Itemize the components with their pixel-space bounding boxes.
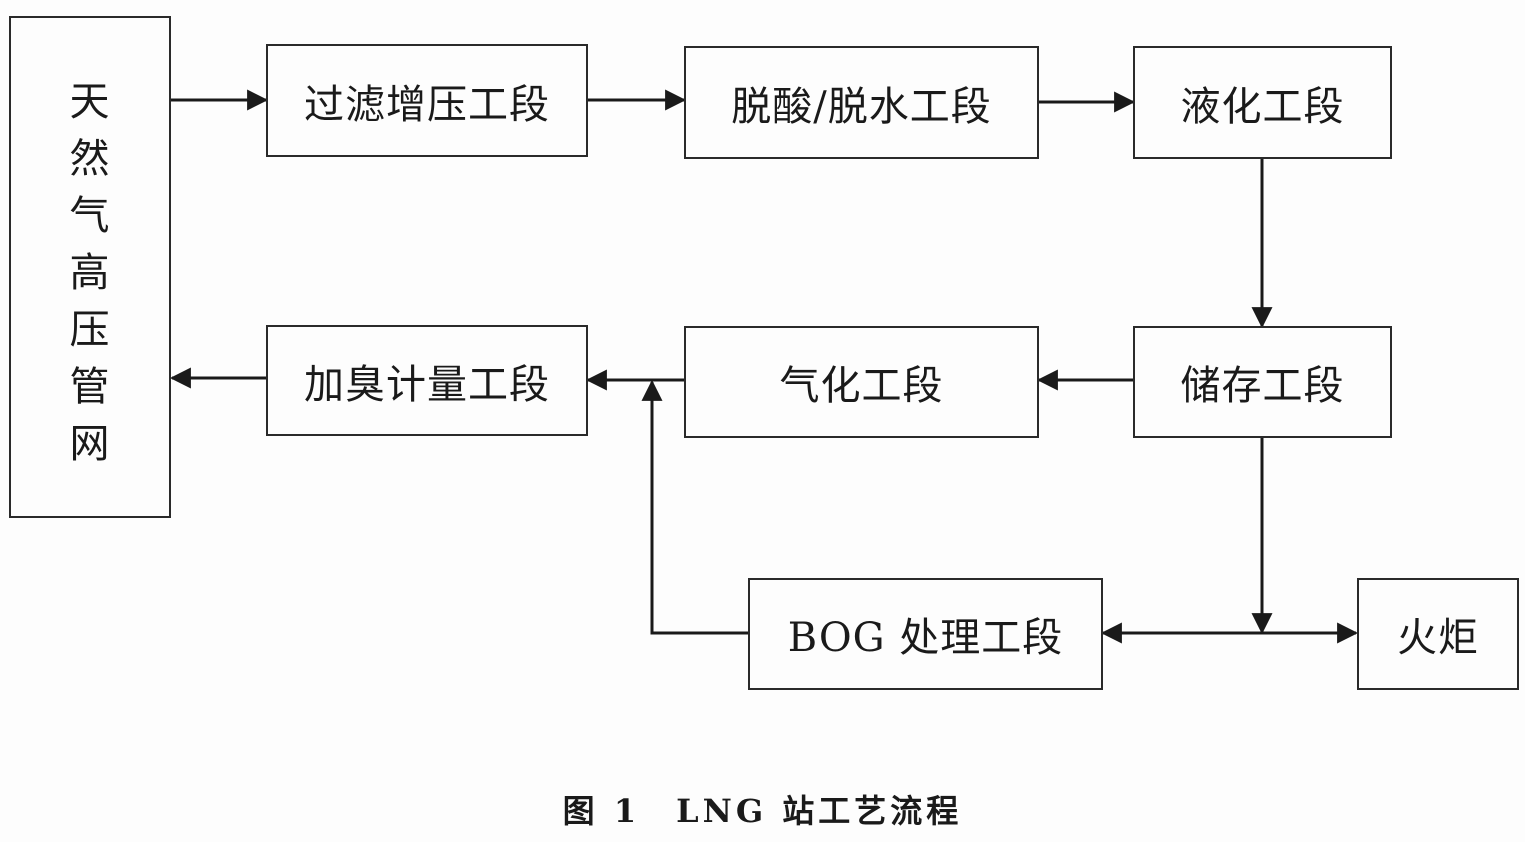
node-pipeline-char: 天 bbox=[69, 79, 111, 125]
node-pipeline-char: 气 bbox=[69, 193, 111, 239]
node-odorize: 加臭计量工段 bbox=[266, 325, 588, 436]
node-pipeline-char: 高 bbox=[69, 250, 111, 296]
node-pipeline: 天然气高压管网 bbox=[9, 16, 171, 518]
node-filter: 过滤增压工段 bbox=[266, 44, 588, 157]
node-pipeline-char: 压 bbox=[69, 307, 111, 353]
node-flare: 火炬 bbox=[1357, 578, 1519, 690]
node-pipeline-char: 网 bbox=[69, 421, 111, 467]
node-liquefy: 液化工段 bbox=[1133, 46, 1392, 159]
node-vaporize: 气化工段 bbox=[684, 326, 1039, 438]
arrow-bog-to-odorize-line bbox=[641, 379, 748, 635]
node-deacid: 脱酸/脱水工段 bbox=[684, 46, 1039, 159]
node-pipeline-char: 管 bbox=[69, 364, 111, 410]
figure-caption: 图 1 LNG 站工艺流程 bbox=[562, 792, 963, 830]
node-pipeline-char: 然 bbox=[69, 136, 111, 182]
node-bog: BOG 处理工段 bbox=[748, 578, 1103, 690]
node-storage: 储存工段 bbox=[1133, 326, 1392, 438]
